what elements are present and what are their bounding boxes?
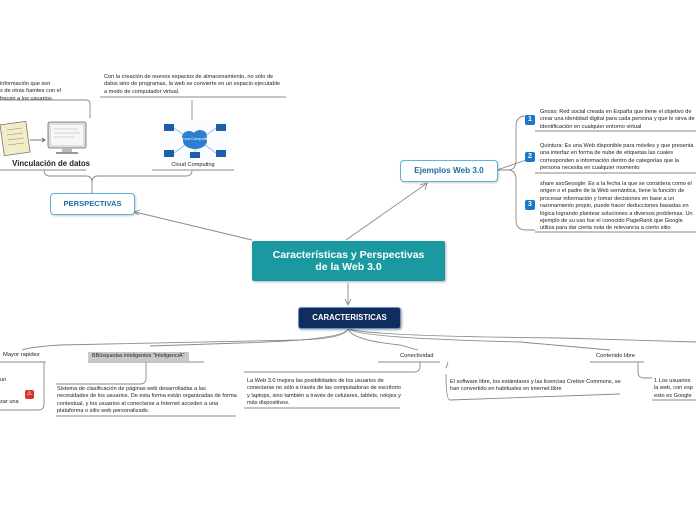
data-link-illustration-icon <box>0 120 87 157</box>
cloud-text: Con la creación de nuevos espacios de al… <box>104 74 281 95</box>
ejemplo-2-number: 2 <box>525 152 535 162</box>
busquedas-text: Sistema de clasificación de páginas web … <box>57 386 237 415</box>
ejemplo-3-number: 3 <box>525 200 535 210</box>
central-topic[interactable]: Características y Perspectivas de la Web… <box>252 241 445 281</box>
ejemplo-1-text: Gnoss: Red social creada en España que t… <box>540 109 695 130</box>
vinculacion-label[interactable]: Vinculación de datos <box>12 159 90 168</box>
warning-icon: ⚠ <box>25 390 34 399</box>
extra-text: 1 Los usuarios la web, con esp esto es G… <box>654 378 693 399</box>
perspectivas-node[interactable]: PERSPECTIVAS <box>50 193 135 215</box>
ejemplo-2-text: Quintura: Es una Web disponible para móv… <box>540 143 694 172</box>
ejemplos-node[interactable]: Ejemplos Web 3.0 <box>400 160 498 182</box>
ejemplo-3-text: share asoSeoogle: Es a la fecha la que s… <box>540 181 693 232</box>
central-topic-title: Características y Perspectivas de la Web… <box>272 249 425 273</box>
conectividad-text: La Web 3.0 mejora las posibilidades de l… <box>247 378 401 407</box>
cloud-label[interactable]: Cloud Computing <box>171 162 215 168</box>
caracteristicas-node[interactable]: CARACTERISTICAS <box>298 307 401 329</box>
caracteristicas-label: CARACTERISTICAS <box>312 313 387 322</box>
mayor-rapidez-label[interactable]: Mayor rapidez <box>3 352 40 358</box>
vinculacion-image <box>0 118 90 160</box>
ejemplos-label: Ejemplos Web 3.0 <box>414 166 484 175</box>
perspectivas-label: PERSPECTIVAS <box>63 199 122 208</box>
contenido-libre-text: El software libre, los estándares y las … <box>450 379 621 393</box>
cloud-computing-icon: Cloud Computing <box>164 124 226 158</box>
contenido-libre-label[interactable]: Contenido libre <box>596 353 635 359</box>
mayor-rapidez-text-1: un <box>0 377 7 383</box>
busquedas-label[interactable]: BBúsquedas inteligentes "InteligenciA" <box>88 352 189 361</box>
conectividad-label[interactable]: Conectividad <box>400 353 434 359</box>
cloud-image-text: Cloud Computing <box>180 136 211 141</box>
mayor-rapidez-text-2: zar una <box>0 399 19 405</box>
cloud-image: Cloud Computing <box>160 121 230 161</box>
ejemplo-1-number: 1 <box>525 115 535 125</box>
vinculacion-text: información que son s de otras fuentes c… <box>0 81 61 102</box>
